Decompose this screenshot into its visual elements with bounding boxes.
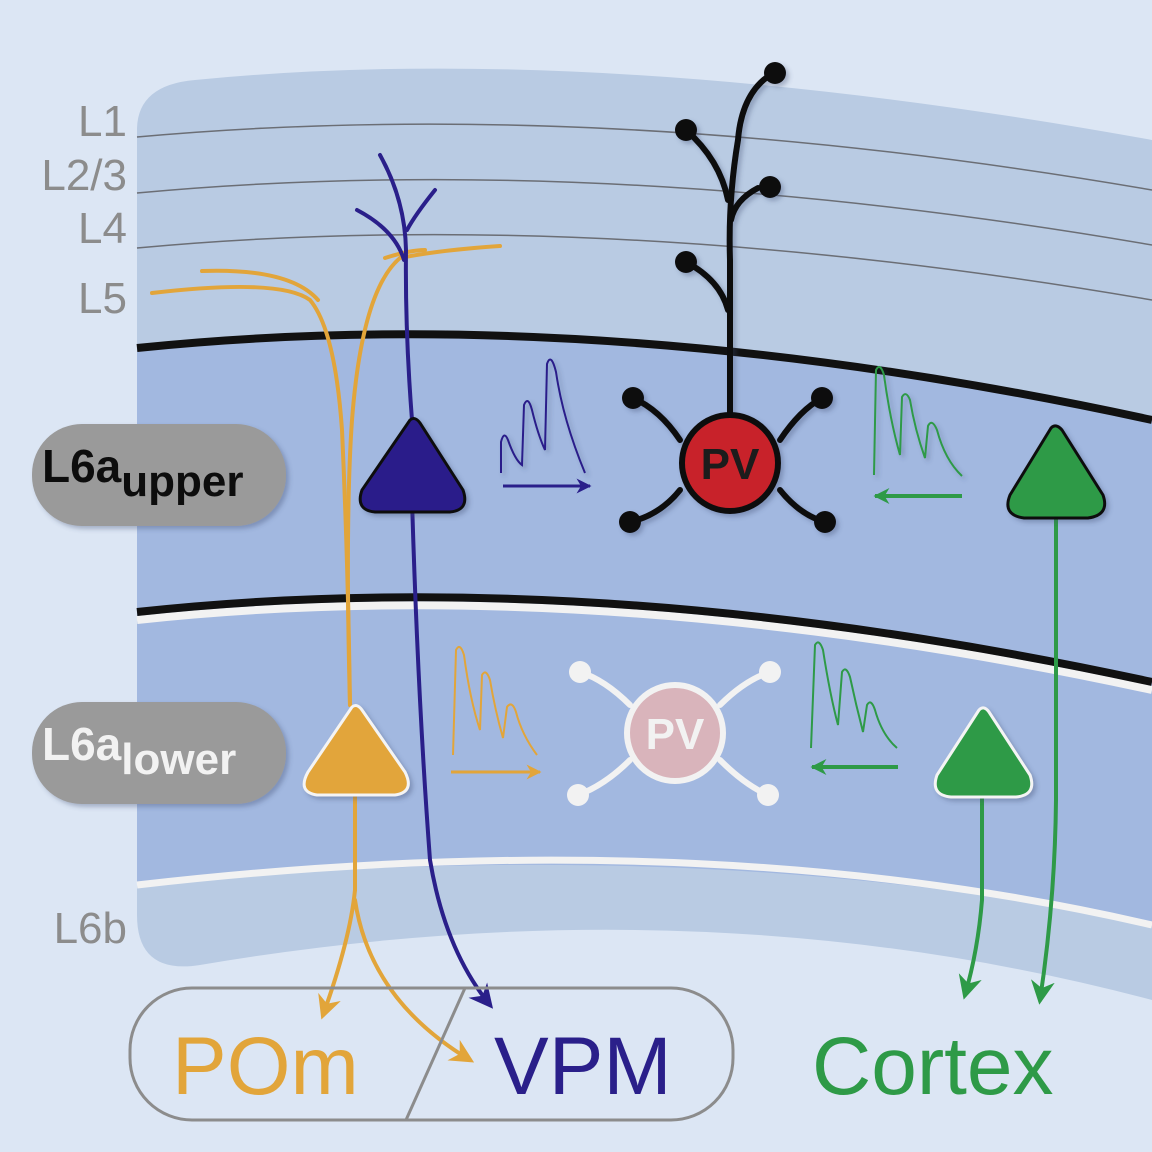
- orange-axon-right-branch: [345, 244, 502, 707]
- pv-upper-bouton: [622, 387, 644, 409]
- pv-upper-bouton: [811, 387, 833, 409]
- pv-upper-bouton: [759, 176, 781, 198]
- pill-l6a-upper: L6aupper: [32, 424, 286, 526]
- psp-trace-green-lower: [810, 641, 898, 749]
- pv-upper-interneuron: PV: [619, 62, 836, 533]
- pv-upper-bouton: [814, 511, 836, 533]
- psp-trace-green-upper: [873, 365, 963, 477]
- pv-lower-bouton: [759, 661, 781, 683]
- l5-l6a-boundary: [136, 330, 1152, 424]
- pv-upper-bouton: [675, 119, 697, 141]
- pv-upper-label: PV: [701, 440, 760, 489]
- psp-trace-blue: [500, 358, 586, 474]
- pill-lower-main: L6a: [42, 718, 122, 770]
- target-pom-label: POm: [172, 1021, 359, 1112]
- pv-upper-branch-2: [728, 185, 761, 223]
- green-lower-axon: [958, 783, 984, 1000]
- psp-trace-upper-left: [500, 358, 586, 474]
- pv-upper-bouton: [764, 62, 786, 84]
- pv-upper-bouton: [675, 251, 697, 273]
- pv-upper-apical-dendrite: [726, 69, 778, 423]
- pv-lower-label: PV: [646, 710, 705, 759]
- layer-label-l1: L1: [78, 97, 127, 146]
- pv-upper-soma: [679, 412, 781, 514]
- pill-lower-sub: lower: [121, 735, 236, 784]
- pill-l6a-lower: L6alower: [32, 702, 286, 804]
- blue-dendrite-left: [355, 208, 406, 262]
- target-vpm-label: VPM: [494, 1021, 672, 1112]
- pv-lower-soma: [624, 682, 726, 784]
- pv-lower-bouton: [569, 661, 591, 683]
- blue-dendrite-right: [405, 188, 437, 232]
- l6a-sublayer-boundary-white: [136, 601, 1152, 694]
- cc-neurons: [958, 506, 1058, 1005]
- l4-boundary-line: [136, 233, 1152, 301]
- psp-trace-lower-left: [452, 645, 538, 756]
- pv-lower-bouton: [757, 784, 779, 806]
- l6a-sublayer-boundary: [136, 593, 1152, 686]
- svg-text:L6aupper: L6aupper: [42, 440, 244, 506]
- orange-soma: [302, 704, 410, 797]
- layer-label-l5: L5: [78, 274, 127, 323]
- pv-lower-bouton: [567, 784, 589, 806]
- layer-6a-region: [137, 332, 1152, 925]
- green-upper-soma: [1006, 424, 1107, 520]
- pv-lower-interneuron: PV: [567, 661, 781, 806]
- target-cortex-label: Cortex: [812, 1021, 1054, 1112]
- layer-label-l4: L4: [78, 204, 127, 253]
- blue-soma: [358, 417, 467, 514]
- l1-boundary-line: [136, 123, 1152, 191]
- l6a-l6b-boundary: [136, 856, 1152, 929]
- l6a-upper-vpm-neuron: [355, 153, 494, 1009]
- green-lower-soma: [933, 706, 1034, 799]
- thalamus-target-box: POm VPM: [128, 986, 735, 1122]
- psp-trace-orange: [452, 645, 538, 756]
- blue-apical-dendrite: [378, 153, 414, 422]
- blue-axon: [410, 498, 494, 1009]
- pill-upper-sub: upper: [121, 457, 243, 506]
- layer-label-l23: L2/3: [41, 151, 127, 200]
- psp-trace-lower-right: [810, 641, 898, 749]
- pv-upper-bouton: [619, 511, 641, 533]
- green-upper-axon: [1030, 506, 1058, 1005]
- layer-label-l6b: L6b: [54, 904, 127, 953]
- svg-text:L6alower: L6alower: [42, 718, 236, 784]
- orange-axon-to-vpm: [353, 898, 475, 1063]
- pill-upper-main: L6a: [42, 440, 122, 492]
- psp-trace-upper-right: [873, 365, 963, 477]
- l23-boundary-line: [136, 178, 1152, 246]
- thalamus-divider: [404, 987, 467, 1121]
- orange-axon-left-branch-2: [200, 268, 320, 302]
